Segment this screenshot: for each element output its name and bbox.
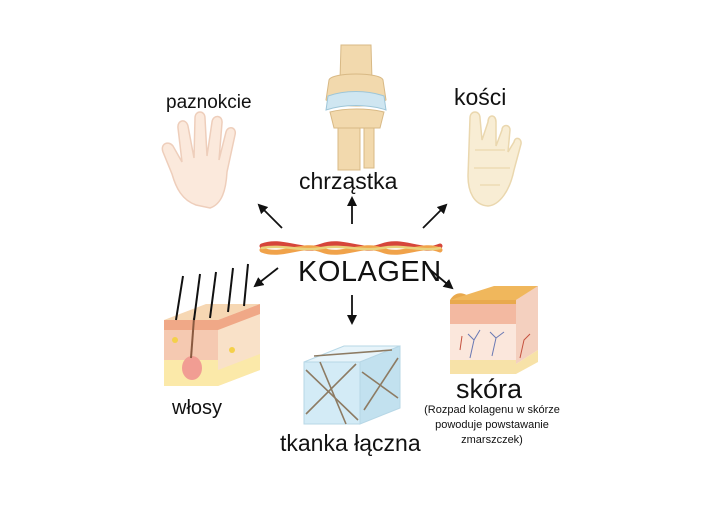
label-cartilage: chrząstka [299,168,398,194]
knee-joint-icon [325,44,387,171]
arrows [253,196,454,325]
skin-layers-icon [450,286,538,374]
label-skin: skóra [456,374,523,404]
label-connective-tissue: tkanka łączna [280,430,421,456]
arrow-to-skin [427,267,454,290]
label-hair: włosy [172,397,223,419]
collagen-fiber-icon [259,241,443,255]
foot-bones-icon [467,111,522,207]
skin-note: (Rozpad kolagenu w skórze powoduje powst… [424,404,560,446]
label-collagen: KOLAGEN [298,256,442,288]
arrow-to-nails [257,203,283,229]
arrow-to-bones [422,203,448,229]
hair-follicle-icon [164,263,260,386]
arrow-to-hair [253,267,279,288]
hand-icon [161,111,237,209]
connective-tissue-cube-icon [303,345,401,425]
label-bones: kości [454,84,507,110]
label-nails: paznokcie [166,92,252,113]
